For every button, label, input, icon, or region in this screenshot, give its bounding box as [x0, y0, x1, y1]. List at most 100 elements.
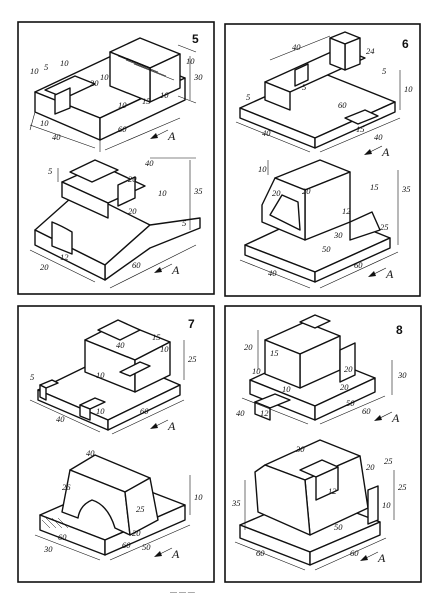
view-arrow-label: A [391, 411, 400, 425]
dim-label: 10 [158, 188, 167, 198]
dim-label: 25 [188, 354, 197, 364]
dim-label: 60 [354, 260, 363, 270]
dim-label: 26 [62, 482, 71, 492]
arrow-head-icon [364, 149, 372, 155]
dim-label: 20 [128, 206, 137, 216]
panel-6-bottom-dimensions: 10 20 20 15 35 12 30 50 25 40 60 [258, 164, 411, 278]
dim-label: 30 [333, 230, 343, 240]
dim-label: 60 [58, 532, 67, 542]
dim-label: 30 [397, 370, 407, 380]
arrow-head-icon [154, 551, 162, 557]
dim-label: 40 [52, 132, 61, 142]
dim-label: 5 [48, 166, 52, 176]
dim-label: 50 [334, 522, 343, 532]
dim-label: 20 [344, 364, 353, 374]
dim-label: 12 [260, 408, 269, 418]
dim-label: 60 [140, 406, 149, 416]
panel-6-frame [224, 23, 421, 297]
panel-8-bottom-dimensions: 30 20 25 35 12 25 10 50 60 60 [231, 444, 407, 558]
dim-label: 25 [384, 456, 393, 466]
panel-7-top-object [29, 319, 185, 435]
arrow-head-icon [374, 415, 382, 421]
dim-label: 10 [186, 56, 195, 66]
panel-7-top-view-arrow: A [150, 419, 176, 433]
dim-label: 20 [90, 78, 99, 88]
panel-5-top-view-arrow: A [150, 129, 176, 143]
dim-label: 10 [118, 100, 127, 110]
dim-label: 20 [366, 462, 375, 472]
dim-label: 5 [30, 372, 34, 382]
dim-label: 20 [302, 186, 311, 196]
dim-label: 40 [262, 128, 271, 138]
dim-label: 5 [182, 218, 186, 228]
panel-6-bottom-object [239, 159, 399, 289]
arrow-head-icon [150, 133, 158, 139]
dim-label: 30 [43, 544, 53, 554]
dim-label: 35 [193, 186, 203, 196]
panel-7-top-dimensions: 40 15 10 25 5 10 40 10 60 [30, 332, 197, 424]
panel-7-number: 7 [188, 317, 195, 331]
dim-label: 10 [40, 118, 49, 128]
dim-label: 40 [374, 132, 383, 142]
dim-label: 20 [40, 262, 49, 272]
panel-7-bottom-object [34, 454, 191, 561]
dim-label: 12 [342, 206, 351, 216]
dim-label: 50 [346, 398, 355, 408]
panel-5-bottom-view-arrow: A [154, 263, 180, 277]
panel-8: 8 20 15 10 20 10 30 20 40 5 [224, 305, 422, 583]
arrow-head-icon [154, 267, 162, 273]
view-arrow-label: A [381, 145, 390, 159]
dim-label: 20 [128, 174, 137, 184]
panel-7-bottom-dimensions: 40 26 10 25 60 20 60 50 30 [43, 448, 203, 554]
dim-label: 30 [295, 444, 305, 454]
dim-label: 15 [142, 96, 151, 106]
dim-label: 40 [56, 414, 65, 424]
panel-5-number: 5 [192, 32, 199, 46]
dim-label: 40 [116, 340, 125, 350]
arrow-head-icon [150, 423, 158, 429]
dim-label: 60 [350, 548, 359, 558]
dim-label: 5 [382, 66, 386, 76]
view-arrow-label: A [385, 267, 394, 281]
dim-label: 10 [282, 384, 291, 394]
panel-6-number: 6 [402, 37, 409, 51]
dim-label: 50 [142, 542, 151, 552]
dim-label: 20 [244, 342, 253, 352]
dim-label: 5 [246, 92, 250, 102]
dim-label: 10 [30, 66, 39, 76]
view-arrow-label: A [171, 547, 180, 561]
dim-label: 40 [86, 448, 95, 458]
dim-label: 10 [252, 366, 261, 376]
panel-6-top-dimensions: 40 5 24 5 10 60 15 40 40 5 [246, 42, 413, 142]
dim-label: 40 [145, 158, 154, 168]
dim-label: 10 [194, 492, 203, 502]
panel-6-bottom-view-arrow: A [368, 267, 394, 281]
dim-label: 40 [268, 268, 277, 278]
dim-label: 25 [398, 482, 407, 492]
dim-label: 10 [160, 90, 169, 100]
view-arrow-label: A [167, 129, 176, 143]
panel-8-top-dimensions: 20 15 10 20 10 30 20 40 50 60 12 [236, 342, 407, 418]
dim-label: 12 [60, 252, 69, 262]
dim-label: 60 [118, 124, 127, 134]
panel-8-top-object [241, 314, 393, 425]
dim-label: 10 [160, 344, 169, 354]
dim-label: 40 [236, 408, 245, 418]
panel-5-bottom-object [29, 157, 201, 289]
panel-8-bottom-view-arrow: A [360, 551, 386, 565]
panel-7: 7 40 15 10 25 5 10 40 10 [17, 305, 215, 583]
panel-7-bottom-view-arrow: A [154, 547, 180, 561]
dim-label: 15 [370, 182, 379, 192]
dim-label: 10 [258, 164, 267, 174]
dim-label: 60 [338, 100, 347, 110]
dim-label: 25 [136, 504, 145, 514]
dim-label: 35 [401, 184, 411, 194]
dim-label: 15 [356, 124, 365, 134]
dim-label: 20 [132, 528, 141, 538]
dim-label: 10 [60, 58, 69, 68]
dim-label: 5 [44, 62, 48, 72]
view-arrow-label: A [377, 551, 386, 565]
panel-5-top-dimensions: 10 5 10 20 10 30 10 10 15 10 10 60 40 [30, 56, 203, 142]
dim-label: 10 [100, 72, 109, 82]
